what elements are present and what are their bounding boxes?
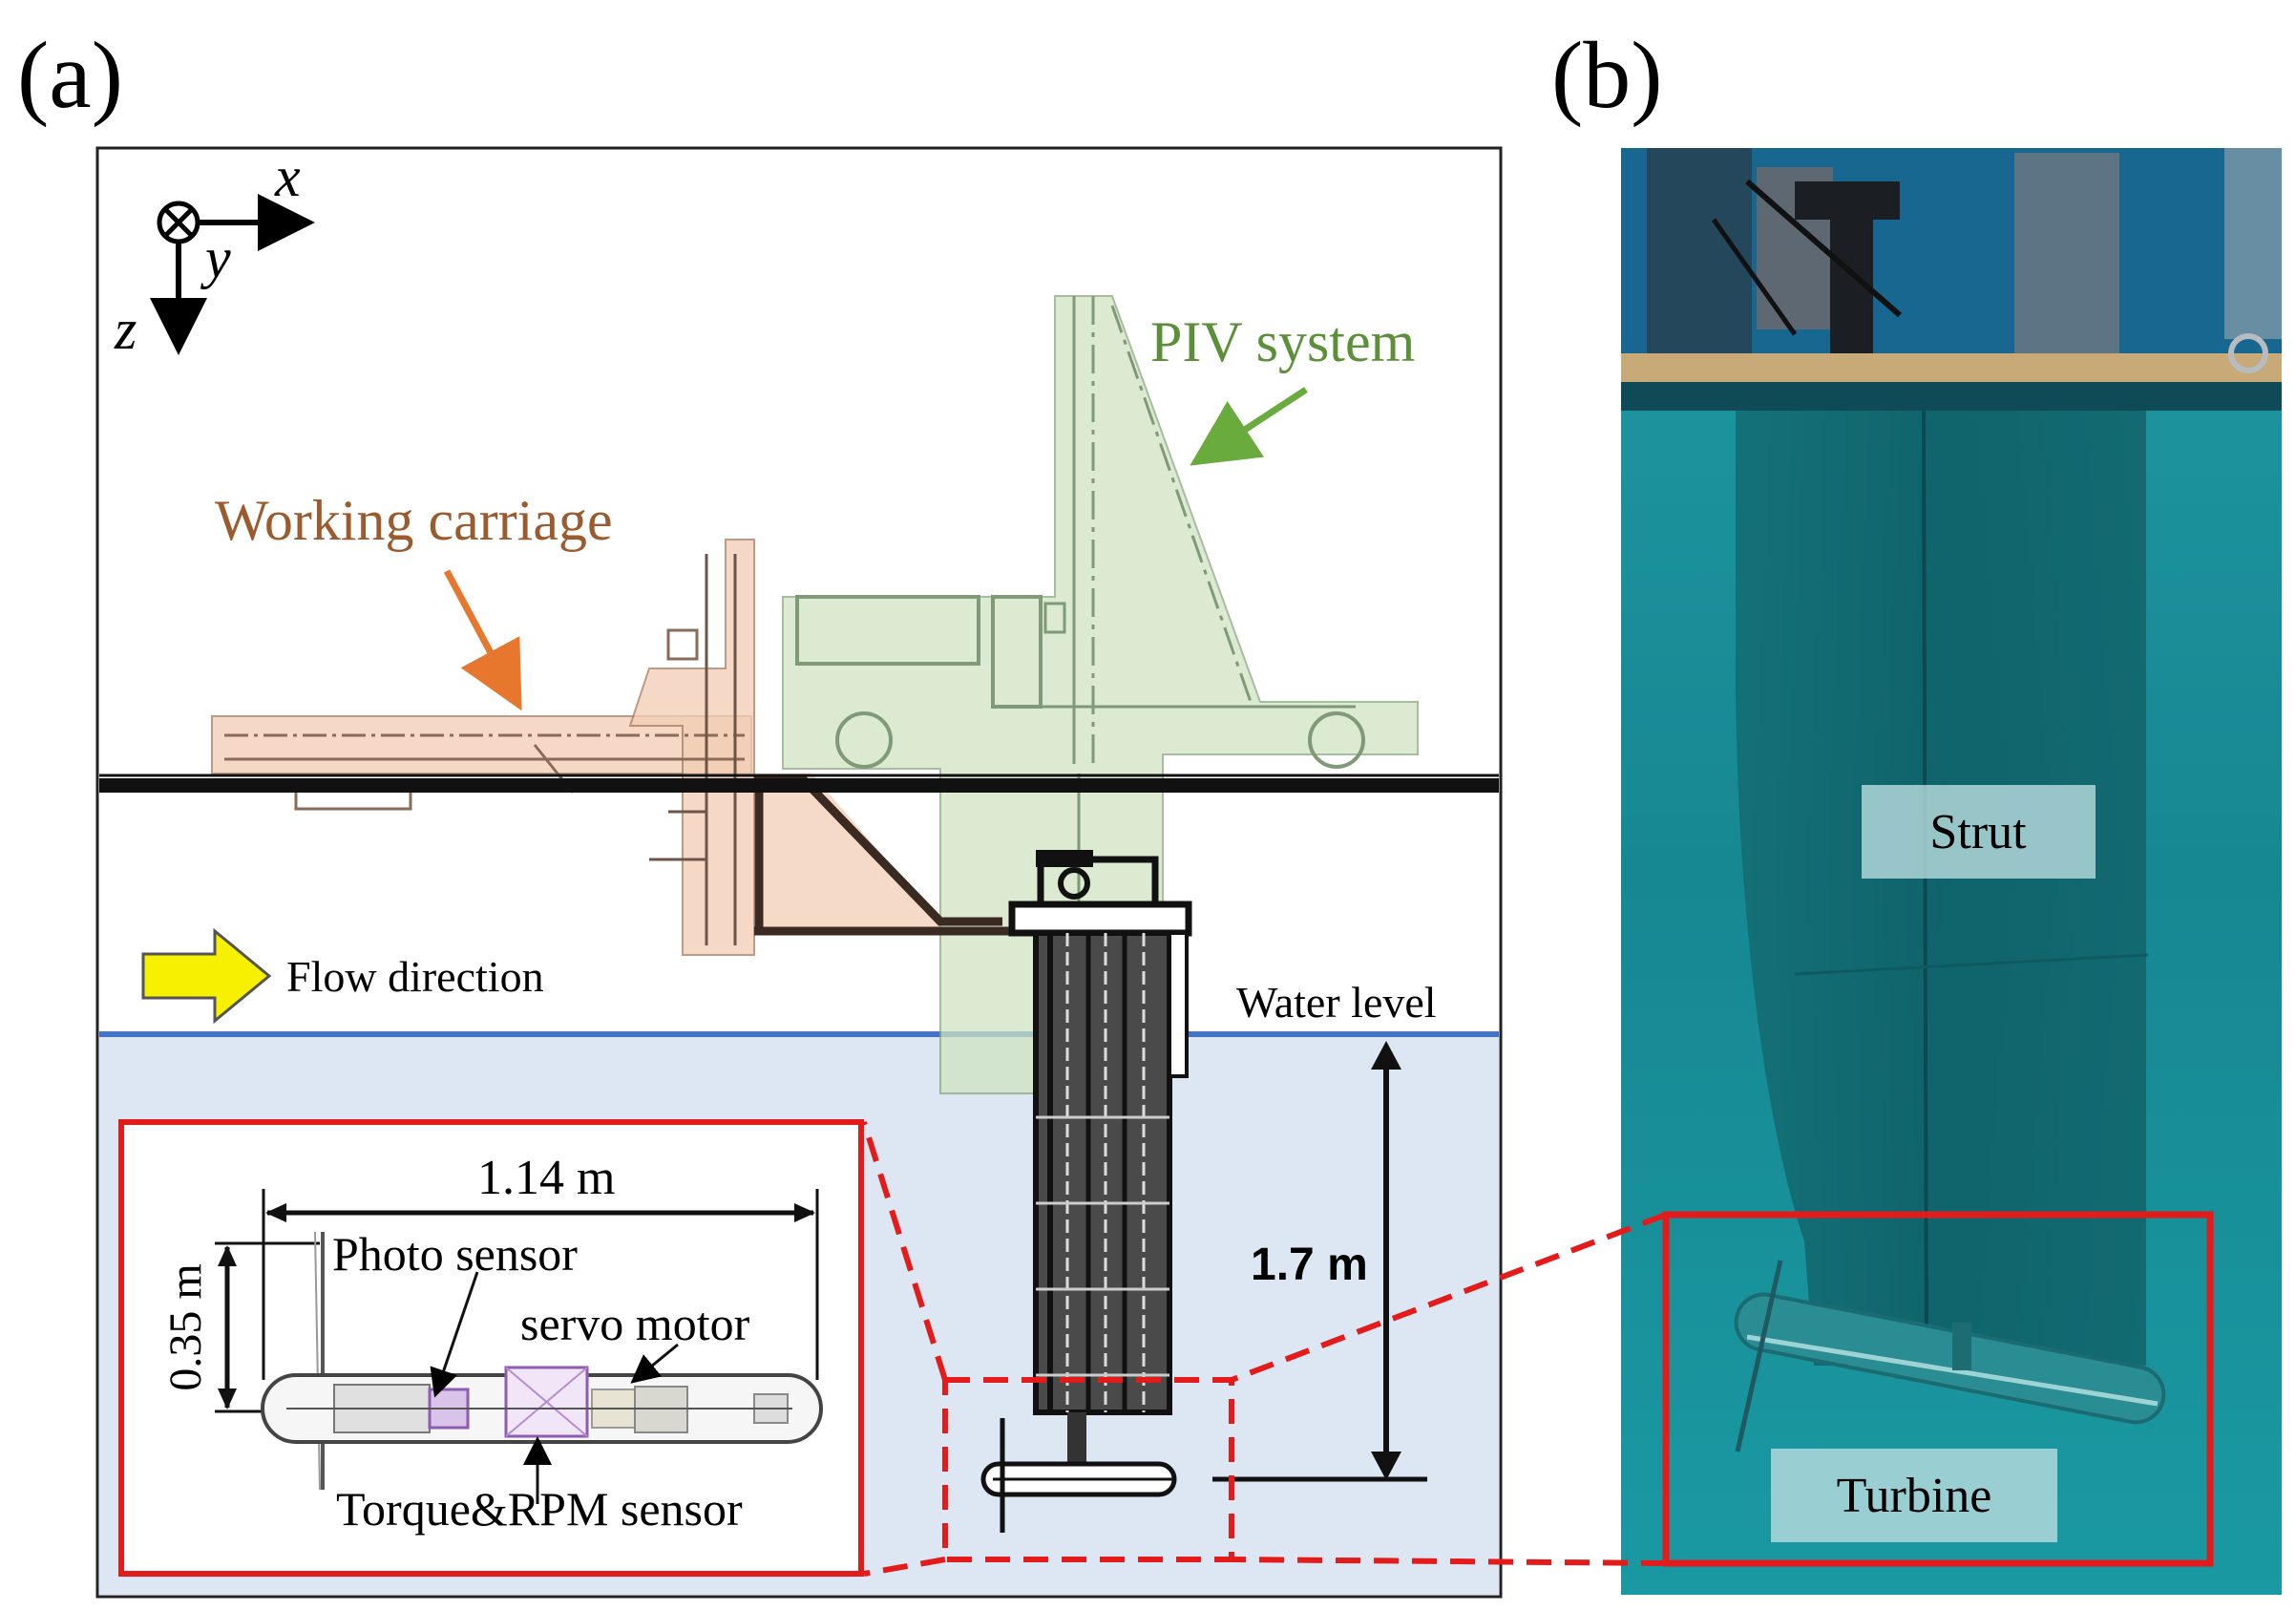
turbine-label: Turbine [1837, 1469, 1992, 1523]
turbine-label-box [1771, 1449, 2057, 1542]
working-carriage-drawing [211, 539, 1012, 956]
coordinate-axes: x y z [114, 145, 315, 361]
strut-drawing [1008, 850, 1192, 1415]
y-axis-label: y [200, 226, 231, 289]
z-axis-label: z [114, 298, 137, 361]
turbine-highlight-box-b [1662, 1211, 2214, 1567]
turbine-inset: 1.14 m 0.35 m Photo [118, 1119, 864, 1577]
panel-a-label: (a) [17, 22, 123, 128]
diameter-label: 0.35 m [160, 1263, 211, 1390]
x-axis-label: x [274, 145, 301, 208]
rail [99, 778, 1499, 793]
panel-b-label: (b) [1551, 22, 1663, 128]
photo-sensor-label: Photo sensor [332, 1227, 578, 1281]
torque-sensor-label: Torque&RPM sensor [336, 1482, 743, 1536]
strut-label: Strut [1929, 805, 2027, 859]
carriage-label: Working carriage [215, 489, 613, 552]
carriage-arrow [443, 569, 522, 711]
panel-b-photo: Strut Turbine [1230, 148, 2282, 1595]
panel-a: x y z [95, 145, 1503, 1599]
piv-system-drawing [782, 295, 1419, 1094]
flow-arrow-icon [141, 927, 272, 1025]
strut-body [1736, 411, 2146, 1366]
turbine-photo [1734, 1260, 2166, 1452]
depth-label: 1.7 m [1251, 1240, 1368, 1290]
flow-label: Flow direction [286, 952, 544, 1001]
servo-motor-label: servo motor [520, 1297, 750, 1350]
piv-arrow [1190, 387, 1308, 466]
turbine-drawing [980, 1412, 1177, 1533]
inset-frame [118, 1119, 864, 1577]
piv-label: PIV system [1150, 310, 1415, 373]
strut-label-box [1862, 785, 2096, 879]
turbine-highlight-box [942, 1377, 1234, 1562]
water-level-label: Water level [1236, 978, 1437, 1027]
depth-dimension: 1.7 m [1212, 1041, 1427, 1482]
length-label: 1.14 m [477, 1151, 615, 1205]
